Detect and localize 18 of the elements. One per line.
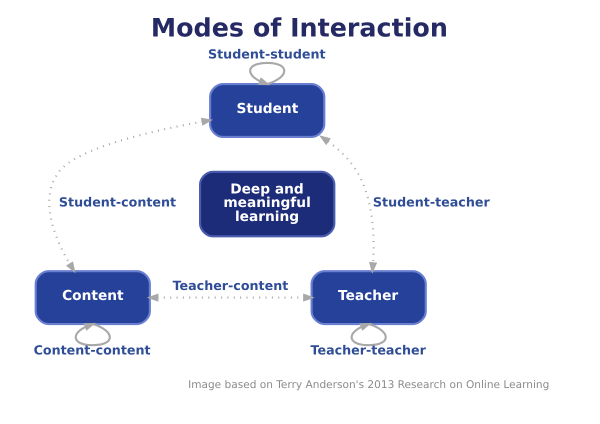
edge-label: Content-content <box>33 342 150 357</box>
arrow <box>48 117 213 273</box>
arrow <box>248 61 285 85</box>
arrow <box>74 322 110 346</box>
arrow <box>318 134 377 274</box>
caption: Image based on Terry Anderson's 2013 Research on Online Learning <box>188 378 549 390</box>
edge-label: Student-content <box>58 194 176 209</box>
diagram-title: Modes of Interaction <box>150 12 448 42</box>
node-box: Content <box>34 270 150 325</box>
node-box: Deep and meaningful learning <box>198 170 335 237</box>
edge-label: Teacher-content <box>172 277 288 292</box>
arrow <box>350 322 386 346</box>
node-box: Student <box>208 82 325 138</box>
arrow <box>146 293 314 302</box>
edge-label: Student-teacher <box>372 194 490 209</box>
edge-label: Student-student <box>208 46 326 61</box>
node-box: Teacher <box>310 270 426 325</box>
edge-label: Teacher-teacher <box>310 342 426 357</box>
